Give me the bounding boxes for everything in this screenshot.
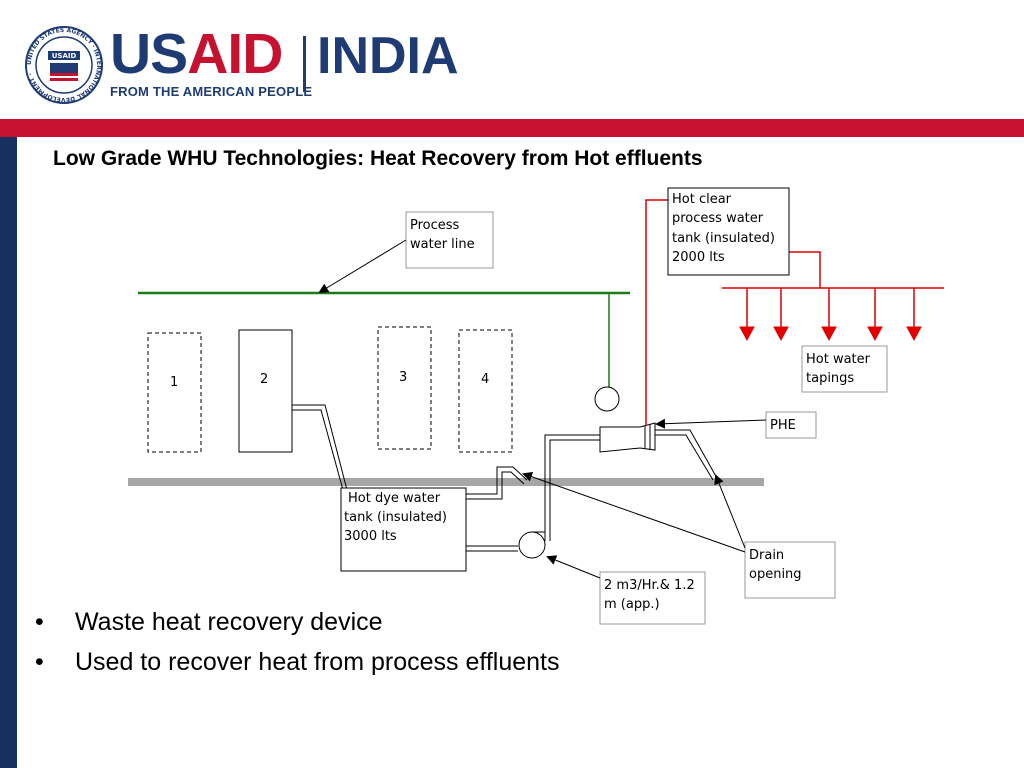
water-pump-icon [594,386,620,412]
effluent-pipe-inner [292,409,344,491]
phe-callout [765,411,817,439]
taping-arrow-3 [821,326,837,342]
hot-dye-tank [340,487,467,572]
drain-callout-text: Drain opening [749,548,802,582]
hot-dye-tank-label: Hot dye water tank (insulated) 3000 lts [344,491,451,544]
hot-clear-tank-text: Hot clear process water tank (insulated)… [672,192,779,265]
slide-title: Low Grade WHU Technologies: Heat Recover… [53,147,703,170]
hot-water-tapings-text: Hot water tapings [806,352,874,386]
drain-callout [744,541,836,599]
machine-2-label: 2 [260,372,268,387]
bullet-dot-icon: • [35,648,44,676]
machine-1-label: 1 [170,375,178,390]
bullet-text: Waste heat recovery device [75,608,383,636]
bullet-item: • Waste heat recovery device [35,602,560,642]
machine-4 [458,329,513,453]
taping-arrow-4 [867,326,883,342]
phe-callout-text: PHE [770,418,796,433]
bullet-dot-icon: • [35,608,44,636]
dye-pump-icon [518,531,546,559]
header: UNITED STATES AGENCY · INTERNATIONAL DEV… [0,0,1024,119]
hot-water-tapings [739,288,922,342]
machine-4-label: 4 [481,372,489,387]
hot-water-tapings-callout [801,345,888,393]
drain-leader-left [522,471,746,553]
process-water-callout-text: Process water line [410,218,475,252]
logo-divider [303,36,306,92]
usaid-seal-icon: UNITED STATES AGENCY · INTERNATIONAL DEV… [25,26,103,104]
pump-to-phe-pipe-inner [549,439,600,541]
usaid-wordmark: USAID [110,22,283,86]
hot-water-riser [645,199,668,425]
bullet-list: • Waste heat recovery device • Used to rec… [35,602,560,682]
phe-icon [599,422,656,453]
effluent-pipe [292,404,348,491]
machine-3-label: 3 [399,370,407,385]
return-pipe-inner [466,471,525,500]
taping-arrow-2 [773,326,789,342]
taping-arrow-1 [739,326,755,342]
india-wordmark: INDIA [317,27,459,85]
return-pipe [466,466,528,495]
svg-text:USAID: USAID [52,52,77,60]
taping-arrow-5 [906,326,922,342]
red-band [0,119,1024,137]
hot-water-header-drop [789,251,821,288]
process-water-callout [405,211,494,269]
pump-spec-text: 2 m3/Hr.& 1.2 m (app.) [604,578,699,612]
logo-tagline: FROM THE AMERICAN PEOPLE [110,84,313,99]
pump-spec-callout [599,571,706,625]
machine-1 [147,332,202,453]
machine-2 [238,329,293,453]
drain-channel [128,478,764,486]
bullet-item: • Used to recover heat from process efflu… [35,642,560,682]
process-water-leader [318,239,407,294]
pump-leader [546,555,601,579]
drain-leader-right [714,474,746,549]
pump-to-phe-pipe [544,434,600,541]
hot-clear-tank [667,187,790,276]
left-navy-bar [0,137,17,768]
bullet-text: Used to recover heat from process efflue… [75,648,560,676]
machine-3 [377,326,432,450]
phe-drain-pipe [655,429,719,481]
phe-leader [655,418,767,429]
phe-drain-pipe-inner [655,434,714,481]
